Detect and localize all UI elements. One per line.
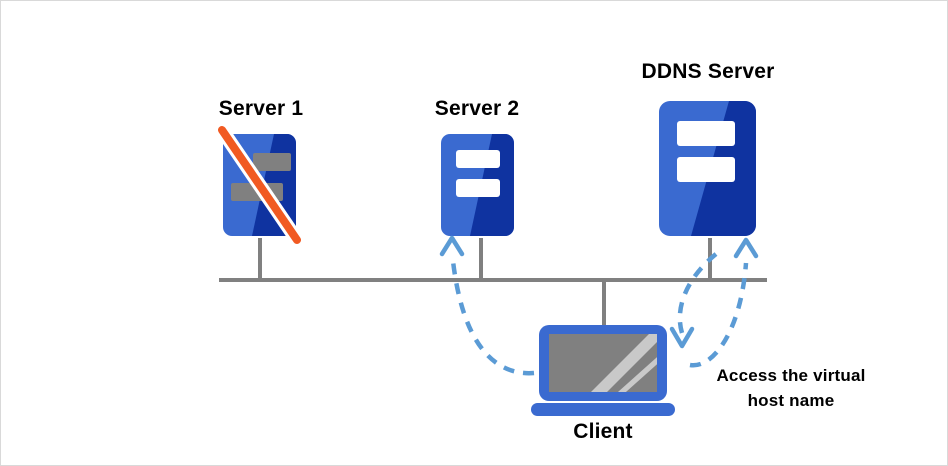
server-1-icon[interactable] <box>215 123 304 247</box>
server-1-label: Server 1 <box>218 97 304 120</box>
server-2-label: Server 2 <box>434 97 520 120</box>
access-virtual-host-name-annotation: Access the virtual host name <box>716 366 866 410</box>
arrow-client-to-ddns-up <box>689 237 759 368</box>
client-laptop-icon[interactable] <box>531 325 675 416</box>
arrow-ddns-to-client-down <box>669 252 718 349</box>
server-2-icon[interactable] <box>441 134 514 236</box>
ddns-server-label: DDNS Server <box>641 60 775 83</box>
ddns-server-icon[interactable] <box>659 101 756 236</box>
client-label: Client <box>573 420 633 443</box>
arrow-client-to-server2 <box>439 235 535 376</box>
